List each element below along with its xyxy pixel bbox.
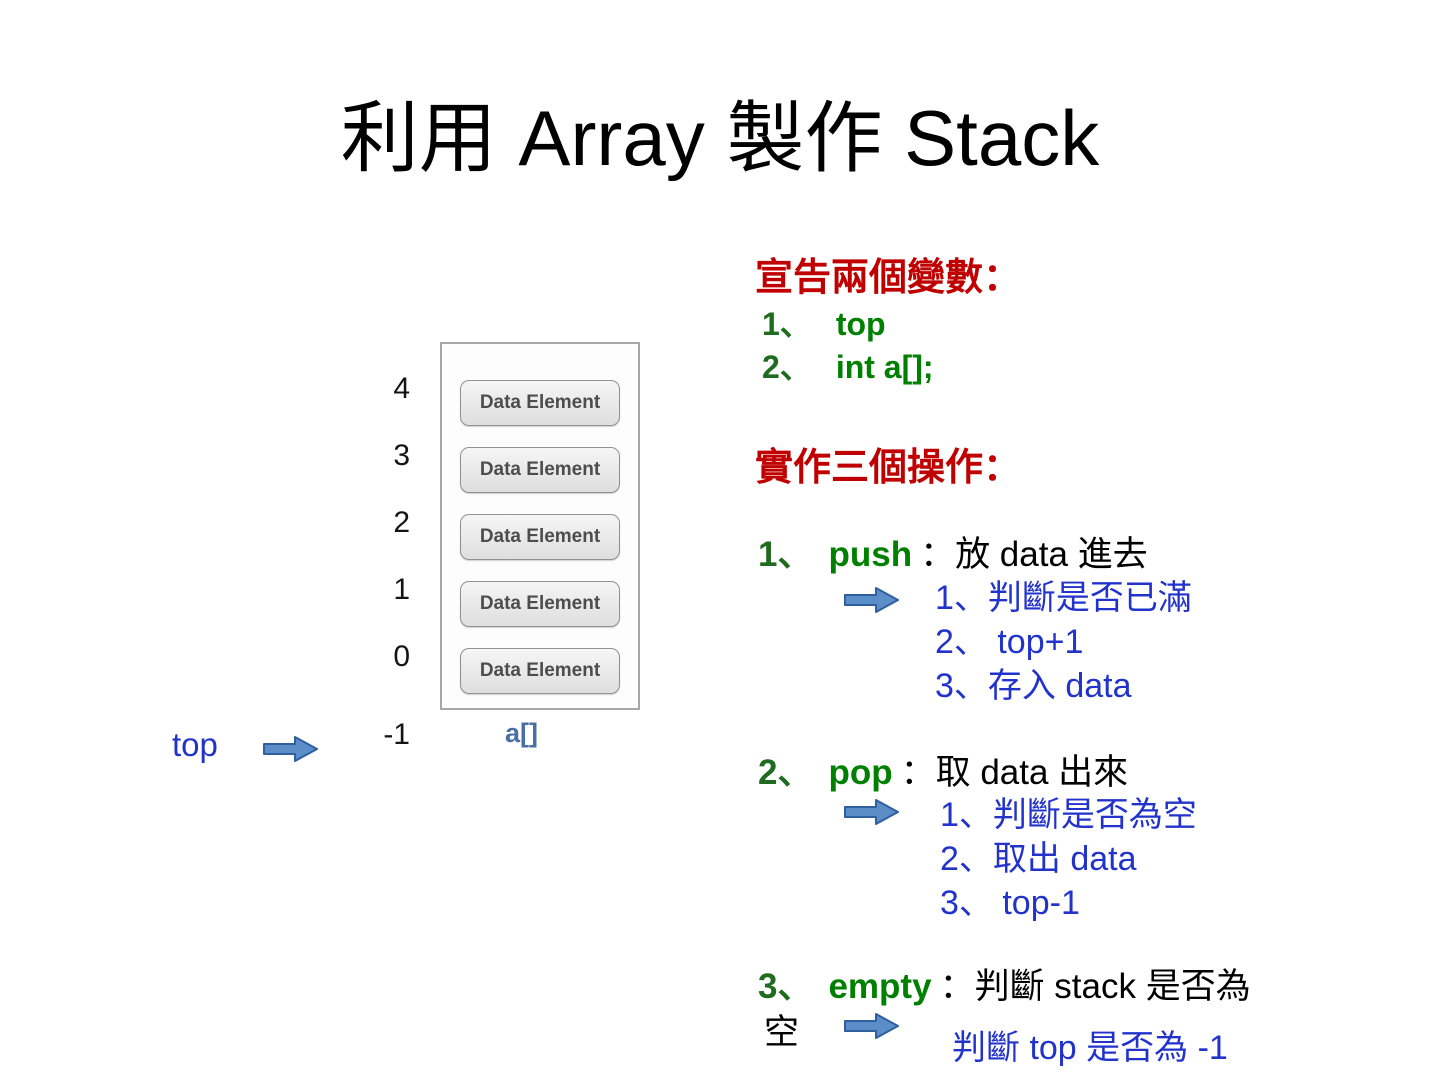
step: 2、 top+1	[935, 623, 1084, 661]
item-number: 3、	[758, 967, 813, 1006]
operation-push: 1、 push：放 data 進去	[758, 526, 1148, 577]
stack-cell: Data Element	[460, 447, 620, 493]
top-pointer-label: top	[172, 726, 218, 763]
stack-index: 3	[393, 439, 410, 472]
declare-heading: 宣告兩個變數：	[755, 257, 1022, 299]
step: 2、取出 data	[940, 840, 1137, 878]
step: 3、 top-1	[940, 884, 1080, 922]
item-number: 2、	[758, 753, 813, 792]
stack-index: -1	[383, 718, 410, 751]
keyword-empty: empty	[828, 967, 932, 1006]
code-text: int a[];	[835, 349, 934, 385]
keyword-pop: pop	[828, 753, 893, 792]
step: 1、判斷是否已滿	[935, 579, 1192, 617]
step: 3、存入 data	[935, 667, 1132, 705]
item-number: 2、	[762, 349, 812, 385]
array-name-label: a[]	[505, 718, 538, 748]
operations-heading: 實作三個操作：	[755, 447, 1022, 489]
operation-desc: ：取 data 出來	[900, 753, 1129, 792]
step: 1、判斷是否為空	[940, 796, 1197, 834]
operation-empty: 3、 empty：判斷 stack 是否為	[758, 958, 1251, 1009]
arrow-right-icon	[843, 584, 901, 616]
push-steps: 1、判斷是否已滿 2、 top+1 3、存入 data	[935, 576, 1192, 708]
stack-diagram: Data Element Data Element Data Element D…	[440, 342, 640, 710]
arrow-right-icon	[262, 733, 320, 765]
stack-index: 1	[393, 573, 410, 606]
page-title: 利用 Array 製作 Stack	[340, 94, 1100, 182]
code-text: top	[835, 306, 886, 342]
keyword-push: push	[828, 535, 913, 574]
arrow-right-icon	[843, 796, 901, 828]
item-number: 1、	[758, 535, 813, 574]
operation-desc-wrap: 空	[764, 1013, 800, 1052]
arrow-right-icon	[843, 1010, 901, 1042]
stack-cell: Data Element	[460, 380, 620, 426]
declare-item: 1、 top	[762, 302, 886, 346]
item-number: 1、	[762, 306, 812, 342]
step: 判斷 top 是否為 -1	[952, 1029, 1228, 1067]
stack-cell: Data Element	[460, 514, 620, 560]
stack-cell: Data Element	[460, 581, 620, 627]
stack-index: 2	[393, 506, 410, 539]
declare-item: 2、 int a[];	[762, 345, 934, 389]
stack-index: 0	[393, 640, 410, 673]
pop-steps: 1、判斷是否為空 2、取出 data 3、 top-1	[940, 793, 1197, 925]
operation-desc: ：判斷 stack 是否為	[939, 967, 1251, 1006]
stack-index: 4	[393, 372, 410, 405]
stack-cell: Data Element	[460, 648, 620, 694]
empty-steps: 判斷 top 是否為 -1	[952, 1026, 1228, 1070]
operation-desc: ：放 data 進去	[920, 535, 1148, 574]
operation-pop: 2、 pop：取 data 出來	[758, 744, 1128, 795]
